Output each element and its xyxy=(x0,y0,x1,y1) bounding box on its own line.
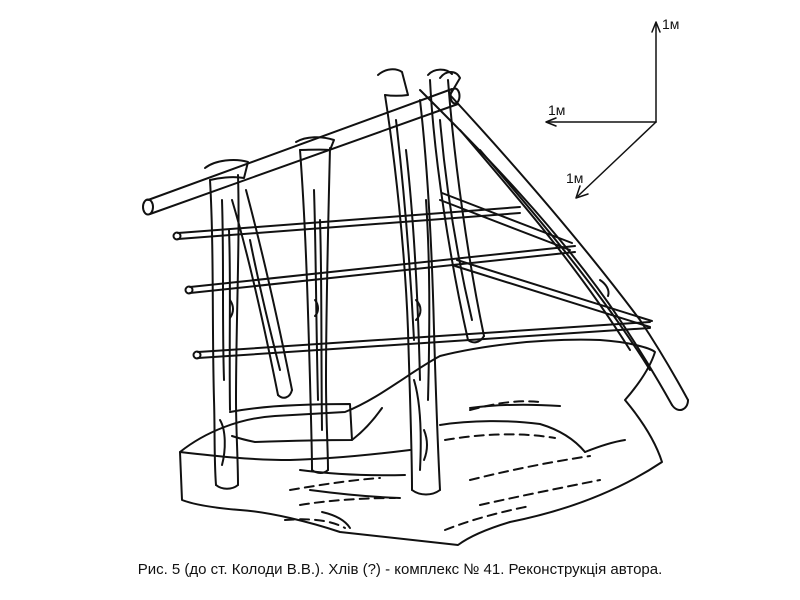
scale-depth-axis xyxy=(577,121,657,197)
rafter-diagonal xyxy=(419,71,689,411)
arrow-down-left-icon xyxy=(575,185,589,199)
ground-hidden-lines xyxy=(284,400,601,531)
arrow-up-icon xyxy=(651,21,661,33)
arrow-left-icon xyxy=(545,117,557,127)
post-back-right xyxy=(427,68,485,344)
wall-pole-2 xyxy=(184,245,576,295)
scale-horizontal-label: 1м xyxy=(548,102,566,118)
scale-depth-label: 1м xyxy=(566,170,584,186)
post-right xyxy=(377,68,441,496)
wall-pole-1 xyxy=(172,206,521,241)
scale-vertical-label: 1м xyxy=(662,16,680,32)
post-middle xyxy=(295,136,335,474)
figure-caption: Рис. 5 (до ст. Колоди В.В.). Хлів (?) - … xyxy=(137,561,663,578)
ridge-beam xyxy=(142,87,461,216)
brace-left xyxy=(231,189,293,399)
depth-poles xyxy=(439,192,653,328)
scale-axes xyxy=(545,21,661,199)
